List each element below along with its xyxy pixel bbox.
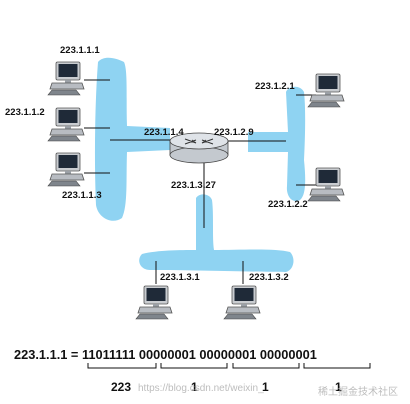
octet-4-label: 1 bbox=[335, 380, 342, 394]
host-2-ip-label: 223.1.1.2 bbox=[5, 107, 45, 118]
host-3-ip-label: 223.1.1.3 bbox=[62, 190, 102, 201]
host-3-computer-icon[interactable] bbox=[47, 152, 85, 187]
host-6-ip-label: 223.1.3.1 bbox=[160, 272, 200, 283]
host-1-ip-label: 223.1.1.1 bbox=[60, 45, 100, 56]
octet-2-label: 1 bbox=[191, 380, 198, 394]
subnet-2 bbox=[248, 86, 306, 202]
octet-1-label: 223 bbox=[111, 380, 132, 394]
host-7-ip-label: 223.1.3.2 bbox=[249, 272, 289, 283]
host-7-computer-icon[interactable] bbox=[223, 285, 261, 320]
subnet-1 bbox=[94, 57, 170, 221]
watermark-site: 稀土掘金技术社区 bbox=[318, 387, 398, 398]
octet-3-label: 1 bbox=[262, 380, 269, 394]
router-interface-3-ip-label: 223.1.3.27 bbox=[171, 180, 216, 191]
watermark-url: https://blog.csdn.net/weixin_ bbox=[138, 383, 264, 394]
octet-braces bbox=[87, 363, 371, 369]
router-icon[interactable] bbox=[169, 132, 229, 164]
host-6-computer-icon[interactable] bbox=[135, 285, 173, 320]
binary-ip-example: 223.1.1.1 = 11011111 00000001 00000001 0… bbox=[14, 347, 317, 362]
router-interface-2-ip-label: 223.1.2.9 bbox=[214, 127, 254, 138]
host-1-computer-icon[interactable] bbox=[47, 61, 85, 96]
host-4-computer-icon[interactable] bbox=[307, 73, 345, 108]
host-4-ip-label: 223.1.2.1 bbox=[255, 81, 295, 92]
subnet-1-links bbox=[84, 79, 170, 174]
subnet-3-links bbox=[155, 156, 244, 284]
subnet-3 bbox=[139, 194, 294, 272]
host-5-ip-label: 223.1.2.2 bbox=[268, 199, 308, 210]
host-2-computer-icon[interactable] bbox=[47, 107, 85, 142]
router-interface-1-ip-label: 223.1.1.4 bbox=[144, 127, 184, 138]
